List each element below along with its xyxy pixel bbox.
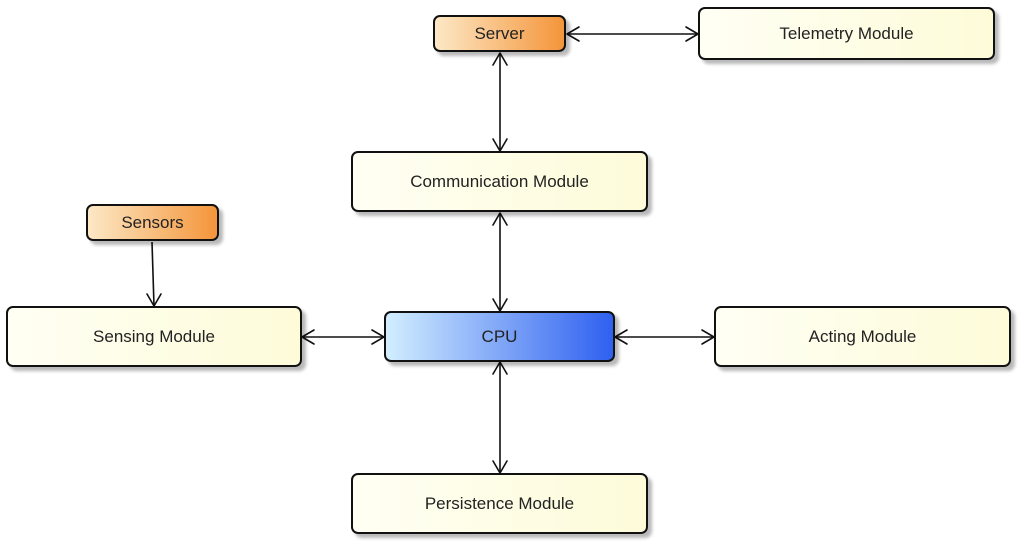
acting-module-label: Acting Module xyxy=(808,326,917,346)
edge-sensing-cpu xyxy=(301,329,385,345)
cpu-label: CPU xyxy=(481,326,518,346)
edge-communication-cpu xyxy=(492,212,508,312)
sensing-module-label: Sensing Module xyxy=(93,326,215,346)
edge-cpu-persistence xyxy=(492,361,508,474)
sensing-module-node: Sensing Module xyxy=(6,306,302,367)
edge-server-communication xyxy=(492,52,508,152)
acting-module-node: Acting Module xyxy=(714,306,1011,367)
persistence-module-label: Persistence Module xyxy=(424,493,575,513)
edge-sensors-sensing xyxy=(146,241,162,307)
telemetry-module-node: Telemetry Module xyxy=(698,7,995,60)
edge-cpu-acting xyxy=(614,329,715,345)
communication-module-label: Communication Module xyxy=(410,171,589,191)
server-node: Server xyxy=(433,15,566,52)
edge-server-telemetry xyxy=(566,26,699,42)
server-label: Server xyxy=(474,23,525,43)
sensors-label: Sensors xyxy=(121,212,184,232)
persistence-module-node: Persistence Module xyxy=(351,473,648,534)
telemetry-module-label: Telemetry Module xyxy=(779,23,914,43)
sensors-node: Sensors xyxy=(86,204,219,241)
communication-module-node: Communication Module xyxy=(351,151,648,212)
cpu-node: CPU xyxy=(384,311,615,362)
